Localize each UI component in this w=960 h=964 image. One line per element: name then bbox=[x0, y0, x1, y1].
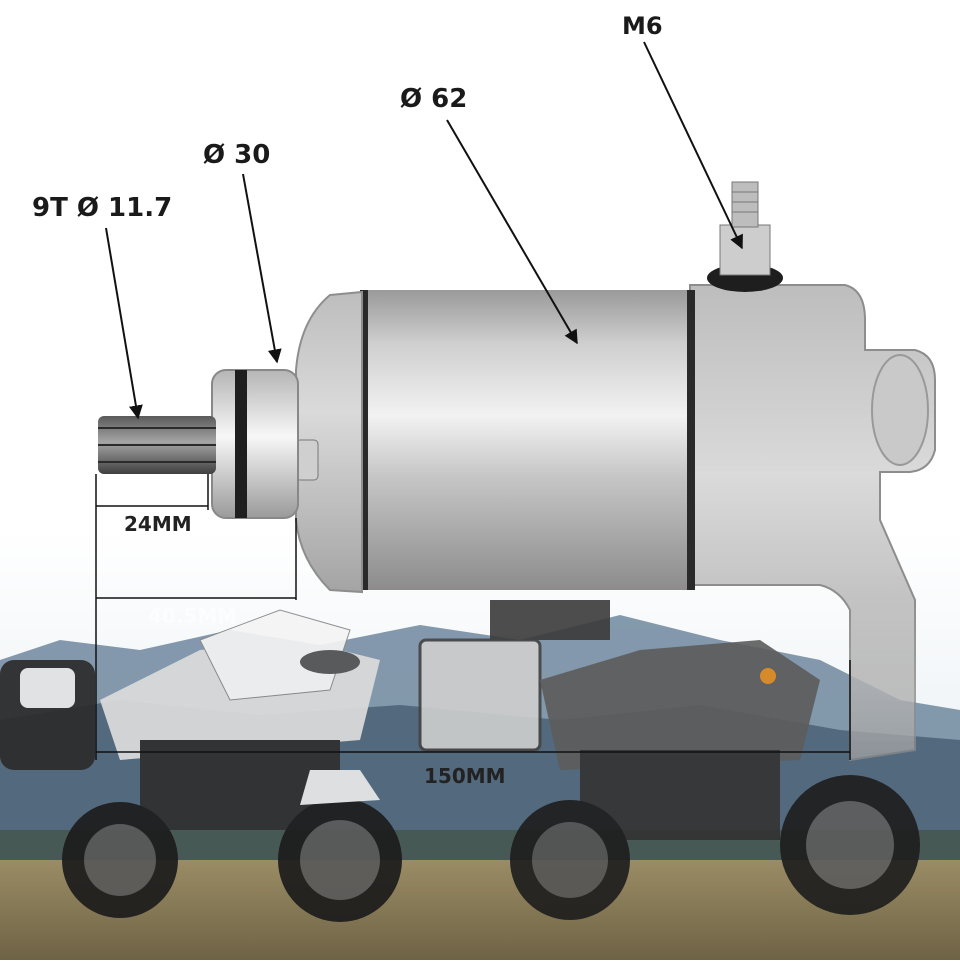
leader-arrows bbox=[105, 41, 743, 420]
overall-length-label: 150MM bbox=[424, 764, 506, 788]
nose-diameter-callout: Ø 30 bbox=[203, 140, 271, 170]
terminal-callout: M6 bbox=[622, 12, 663, 40]
dimension-lines bbox=[95, 474, 851, 760]
terminal-stud bbox=[707, 181, 783, 292]
nose-length-label: 40.5MM bbox=[148, 604, 238, 628]
motorcycle-left bbox=[0, 609, 402, 922]
pinion-length-label: 24MM bbox=[124, 512, 192, 536]
motorcycle-right bbox=[418, 600, 920, 920]
body-diameter-callout: Ø 62 bbox=[400, 84, 468, 114]
nose-ring bbox=[211, 369, 299, 519]
starter-motor bbox=[98, 181, 936, 762]
pinion-callout: 9T Ø 11.7 bbox=[32, 193, 173, 223]
motor-can bbox=[360, 290, 695, 590]
